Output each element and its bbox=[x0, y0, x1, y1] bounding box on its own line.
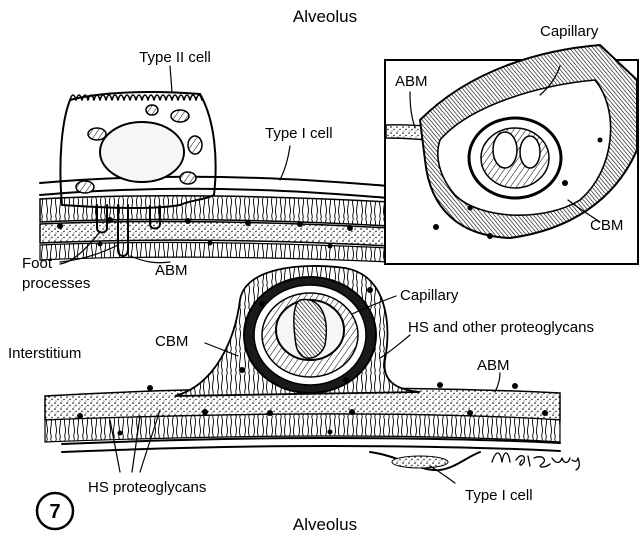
lower-wall bbox=[45, 382, 560, 470]
label-interstitium: Interstitium bbox=[8, 345, 81, 362]
lower-capillary bbox=[175, 266, 420, 396]
label-type-ii-cell: Type II cell bbox=[139, 49, 211, 66]
label-type-i-cell-bottom: Type I cell bbox=[465, 487, 533, 504]
artist-signature bbox=[492, 453, 579, 470]
label-capillary-bottom: Capillary bbox=[400, 287, 459, 304]
label-type-i-cell-top: Type I cell bbox=[265, 125, 333, 142]
label-hs-proteoglycans: HS proteoglycans bbox=[88, 479, 206, 496]
label-cbm-bottom: CBM bbox=[155, 333, 188, 350]
label-alveolus-top: Alveolus bbox=[293, 7, 357, 26]
label-foot-1: Foot bbox=[22, 255, 53, 272]
figure-number: 7 bbox=[49, 501, 60, 523]
label-abm-right: ABM bbox=[477, 357, 510, 374]
label-abm-inset: ABM bbox=[395, 73, 428, 90]
label-foot-2: processes bbox=[22, 275, 90, 292]
label-hs-other: HS and other proteoglycans bbox=[408, 319, 594, 336]
label-cbm-inset: CBM bbox=[590, 217, 623, 234]
label-abm-left: ABM bbox=[155, 262, 188, 279]
label-capillary-inset: Capillary bbox=[540, 23, 599, 40]
label-alveolus-bottom: Alveolus bbox=[293, 515, 357, 534]
